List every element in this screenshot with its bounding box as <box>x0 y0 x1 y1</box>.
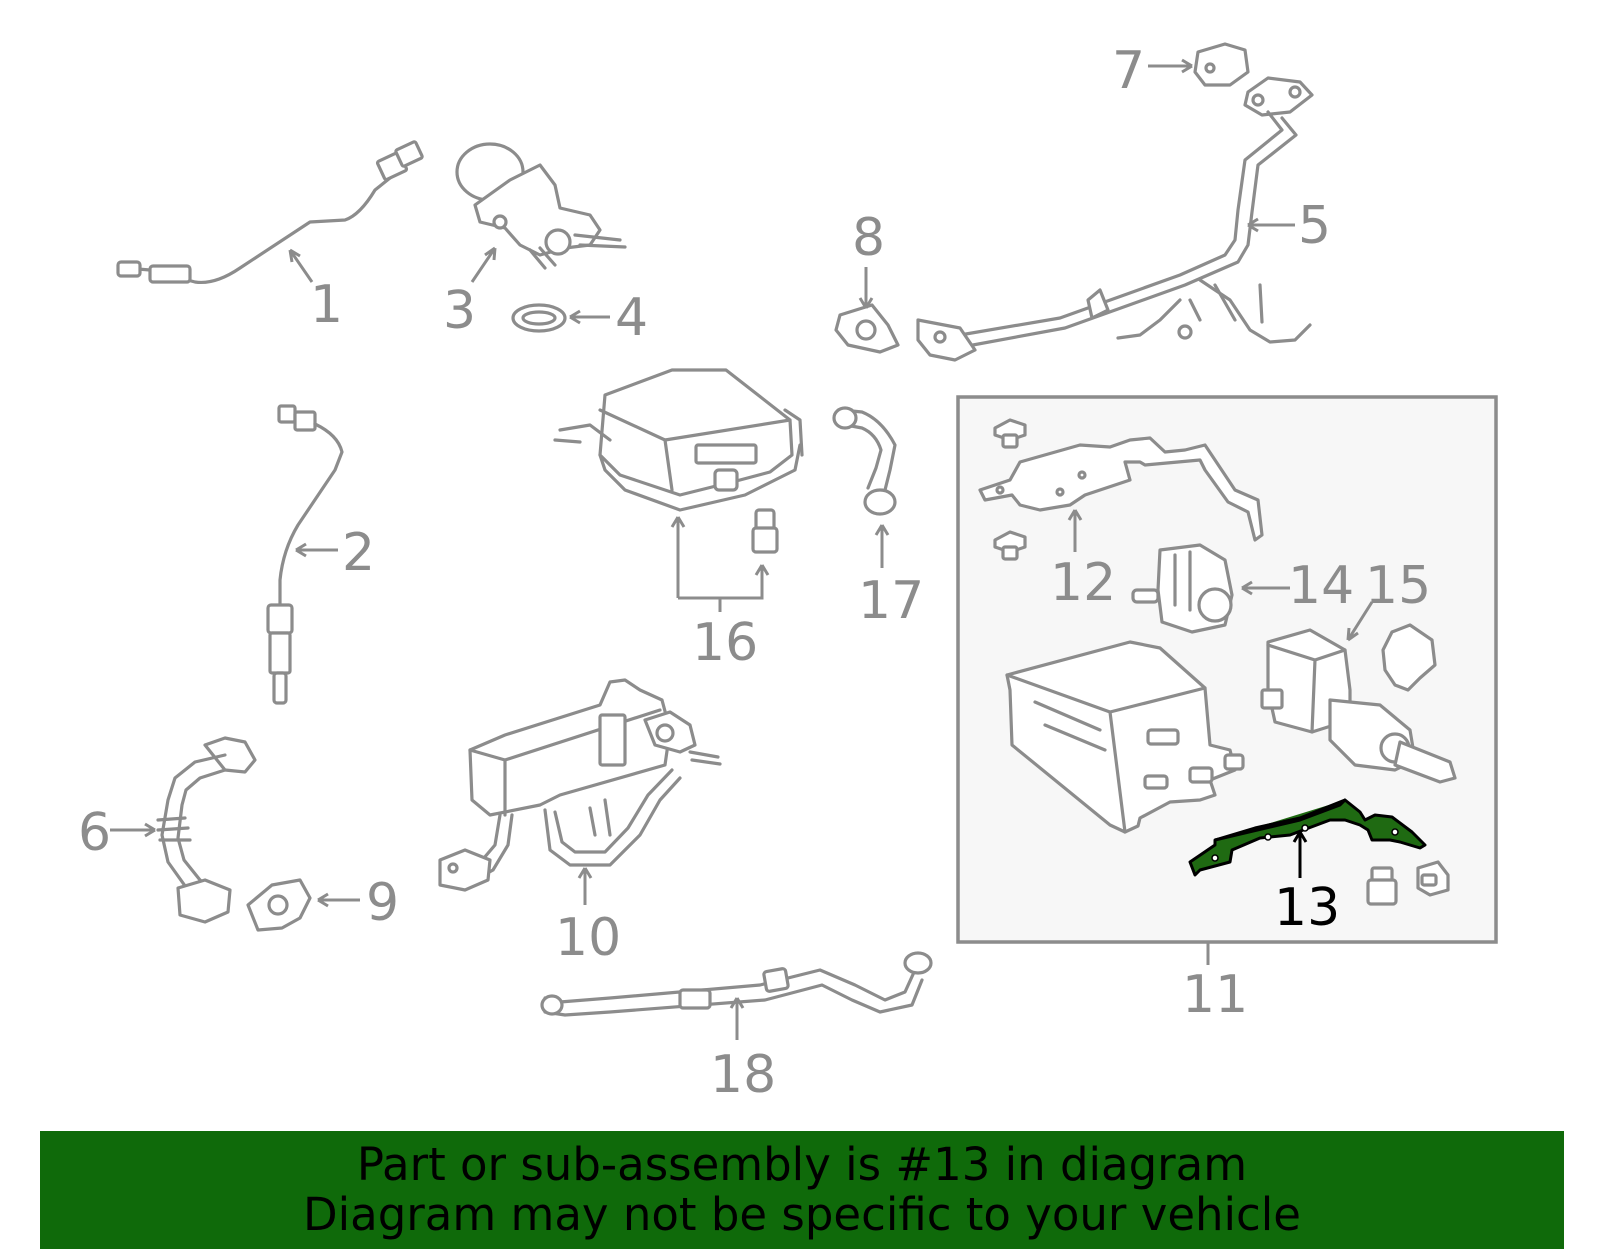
callout-2: 2 <box>342 523 375 583</box>
part-2-oxygen-sensor[interactable] <box>266 404 344 705</box>
arrow-8 <box>858 267 874 309</box>
part-6-egr-pipe[interactable] <box>156 736 257 924</box>
arrow-6 <box>110 822 156 838</box>
callout-1: 1 <box>310 275 343 335</box>
arrow-15 <box>1346 601 1374 642</box>
callout-3: 3 <box>443 281 476 341</box>
box11-fasteners[interactable] <box>1366 860 1450 906</box>
info-banner: Part or sub-assembly is #13 in diagram D… <box>40 1131 1564 1249</box>
arrow-1 <box>288 248 314 283</box>
arrow-9 <box>317 892 360 908</box>
part-15-pump[interactable] <box>1260 623 1457 784</box>
callout-16: 16 <box>692 613 758 673</box>
part-4-gasket[interactable] <box>511 303 567 333</box>
part-10-egr-cooler[interactable] <box>438 678 722 892</box>
part-16-egr-cooler[interactable] <box>553 368 804 554</box>
arrow-18 <box>729 997 745 1040</box>
charcoal-canister[interactable] <box>1005 640 1245 834</box>
part-14-vsv[interactable] <box>1131 543 1234 634</box>
part-12-bracket[interactable] <box>978 418 1264 561</box>
banner-line-1: Part or sub-assembly is #13 in diagram <box>356 1138 1248 1191</box>
callout-8: 8 <box>852 208 885 268</box>
callout-9: 9 <box>366 873 399 933</box>
part-1-oxygen-sensor[interactable] <box>116 140 424 285</box>
arrow-12 <box>1067 509 1083 552</box>
callout-15: 15 <box>1365 556 1431 616</box>
callout-13: 13 <box>1274 878 1340 938</box>
callout-11: 11 <box>1182 965 1248 1025</box>
part-9-gasket[interactable] <box>246 878 312 932</box>
arrow-3 <box>470 246 497 283</box>
part-8-gasket[interactable] <box>834 303 900 354</box>
callout-17: 17 <box>858 571 924 631</box>
arrow-2 <box>295 542 338 558</box>
callout-4: 4 <box>615 288 648 348</box>
part-13-bracket-highlighted[interactable] <box>1188 798 1427 877</box>
part-18-hose[interactable] <box>540 951 933 1017</box>
callout-7: 7 <box>1112 41 1145 101</box>
arrow-16 <box>670 516 770 612</box>
banner-line-2: Diagram may not be specific to your vehi… <box>303 1188 1301 1241</box>
callout-14: 14 <box>1288 556 1354 616</box>
arrow-17 <box>874 524 890 568</box>
callout-5: 5 <box>1298 196 1331 256</box>
arrow-10 <box>577 867 593 905</box>
part-3-egr-valve[interactable] <box>455 142 627 270</box>
arrow-5 <box>1247 217 1295 233</box>
arrow-7 <box>1148 58 1193 74</box>
part-7-gasket[interactable] <box>1193 42 1250 87</box>
part-5-egr-pipe[interactable] <box>916 76 1314 362</box>
part-17-hose[interactable] <box>832 406 897 516</box>
arrow-14 <box>1241 580 1290 596</box>
callout-12: 12 <box>1050 553 1116 613</box>
arrow-4 <box>569 309 610 325</box>
callout-6: 6 <box>78 803 111 863</box>
callout-18: 18 <box>710 1045 776 1105</box>
arrow-13 <box>1292 831 1308 878</box>
callout-10: 10 <box>555 908 621 968</box>
